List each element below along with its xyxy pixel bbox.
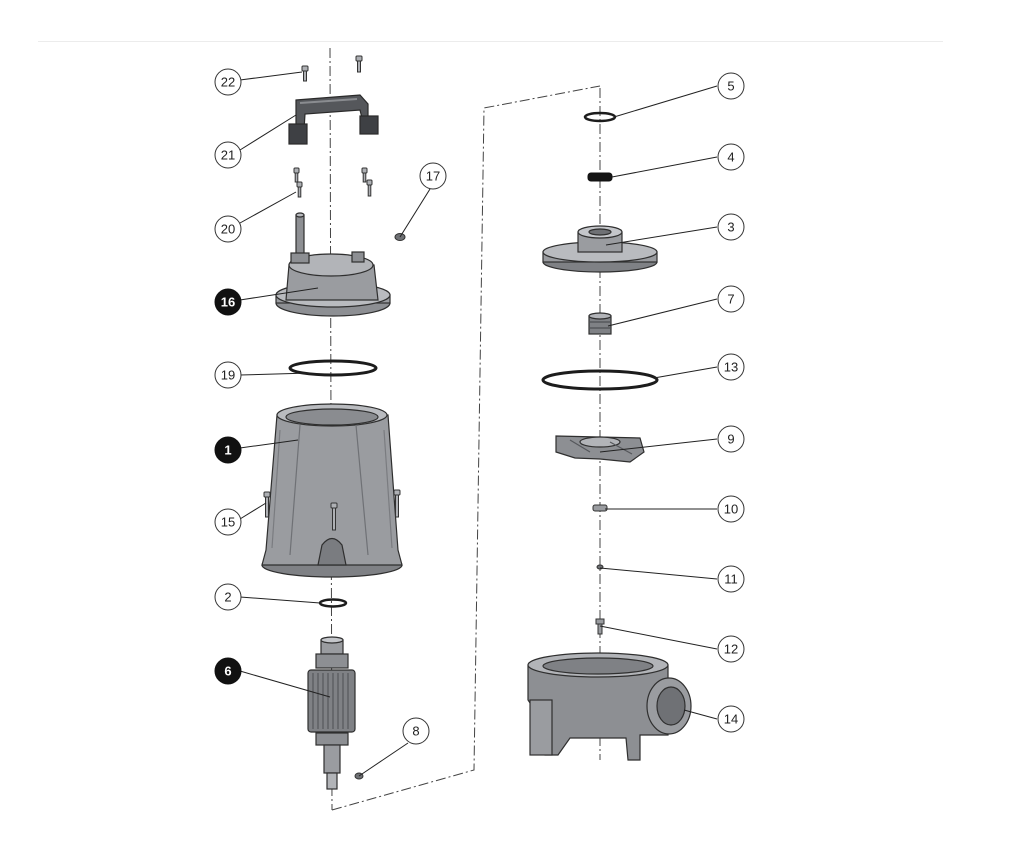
leader-4 xyxy=(611,156,718,178)
callout-10: 10 xyxy=(717,495,745,523)
callout-4: 4 xyxy=(717,143,745,171)
callout-13: 13 xyxy=(717,353,745,381)
svg-text:17: 17 xyxy=(426,169,440,184)
callout-12: 12 xyxy=(717,635,745,663)
leader-15 xyxy=(239,502,267,520)
leader-21 xyxy=(239,114,297,151)
leader-12 xyxy=(599,625,718,650)
leader-14 xyxy=(683,709,718,720)
callout-15: 15 xyxy=(214,508,242,536)
svg-text:6: 6 xyxy=(224,664,231,679)
transition-dashed-line xyxy=(331,85,601,811)
part-14-pump-body xyxy=(527,652,692,761)
part-21-handle xyxy=(288,94,379,145)
part-1-motor-housing xyxy=(261,403,403,578)
part-22-screws xyxy=(301,55,363,82)
callout-7: 7 xyxy=(717,285,745,313)
callout-14: 14 xyxy=(717,705,745,733)
svg-text:1: 1 xyxy=(224,443,231,458)
callout-3: 3 xyxy=(717,213,745,241)
svg-text:11: 11 xyxy=(724,572,738,587)
svg-text:13: 13 xyxy=(724,360,738,375)
part-16-motor-cover xyxy=(275,212,391,317)
callout-20: 20 xyxy=(214,215,242,243)
part-6-rotor-shaft xyxy=(307,636,356,790)
callouts: 22 21 20 17 16 19 1 15 2 6 8 5 4 3 7 13 … xyxy=(214,68,745,745)
part-20-screws xyxy=(293,167,373,198)
svg-text:20: 20 xyxy=(221,222,235,237)
leader-7 xyxy=(607,298,718,327)
leader-6 xyxy=(239,670,331,698)
callout-17: 17 xyxy=(419,162,447,190)
callout-19: 19 xyxy=(214,361,242,389)
part-15-screws xyxy=(263,489,401,531)
part-7-mechanical-seal xyxy=(588,312,612,335)
part-19-oring xyxy=(288,359,378,377)
leader-22 xyxy=(239,71,303,81)
svg-text:9: 9 xyxy=(727,432,734,447)
callout-9: 9 xyxy=(717,425,745,453)
svg-text:8: 8 xyxy=(412,724,419,739)
svg-text:22: 22 xyxy=(221,75,235,90)
svg-text:4: 4 xyxy=(727,150,734,165)
leader-20 xyxy=(239,191,297,224)
svg-text:15: 15 xyxy=(221,515,235,530)
callout-1: 1 xyxy=(214,436,242,464)
svg-text:2: 2 xyxy=(224,590,231,605)
svg-text:10: 10 xyxy=(724,502,738,517)
callout-11: 11 xyxy=(717,565,745,593)
svg-text:5: 5 xyxy=(727,79,734,94)
callout-5: 5 xyxy=(717,72,745,100)
part-13-oring xyxy=(541,369,659,391)
callout-8: 8 xyxy=(402,717,430,745)
svg-text:21: 21 xyxy=(221,148,235,163)
leader-11 xyxy=(599,567,718,580)
leader-16 xyxy=(239,287,319,301)
callout-21: 21 xyxy=(214,141,242,169)
leader-8 xyxy=(358,742,409,777)
part-5-circlip xyxy=(583,111,617,123)
leader-2 xyxy=(239,596,321,604)
svg-text:3: 3 xyxy=(727,220,734,235)
callout-2: 2 xyxy=(214,583,242,611)
leader-5 xyxy=(613,85,718,118)
leader-3 xyxy=(605,226,718,246)
leader-9 xyxy=(599,438,718,453)
part-12-bolt xyxy=(595,618,605,635)
svg-text:12: 12 xyxy=(724,642,738,657)
leader-13 xyxy=(653,366,718,379)
leader-17 xyxy=(399,188,431,238)
part-10-nut xyxy=(592,504,608,512)
leader-lines xyxy=(239,71,718,777)
top-divider xyxy=(38,41,943,42)
callout-22: 22 xyxy=(214,68,242,96)
part-2-oring xyxy=(318,598,348,608)
svg-text:7: 7 xyxy=(727,292,734,307)
svg-text:16: 16 xyxy=(221,295,235,310)
part-3-seal-plate xyxy=(542,225,658,273)
part-4-seal-ring xyxy=(587,172,613,182)
callout-6: 6 xyxy=(214,657,242,685)
part-9-impeller xyxy=(555,435,645,463)
svg-text:19: 19 xyxy=(221,368,235,383)
svg-text:14: 14 xyxy=(724,712,738,727)
callout-16: 16 xyxy=(214,288,242,316)
leader-19 xyxy=(239,372,311,376)
leader-1 xyxy=(239,439,299,449)
